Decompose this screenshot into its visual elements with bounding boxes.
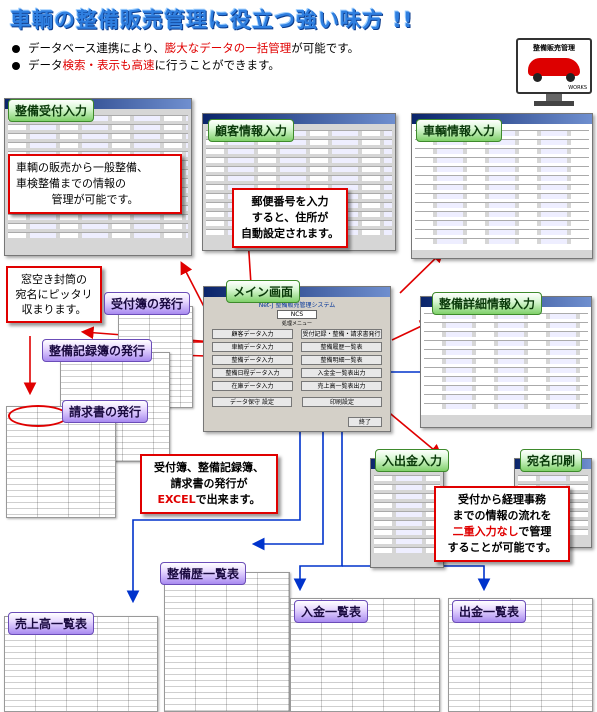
arrow-to-uriage xyxy=(126,372,301,604)
menu-button-seibi[interactable]: 整備データ入力 xyxy=(212,355,293,365)
data-maintenance-button[interactable]: データ保守 設定 xyxy=(212,397,292,407)
menu-button-kokyaku[interactable]: 顧客データ入力 xyxy=(212,329,293,339)
product-logo: 整備販売管理 WORKS xyxy=(516,38,592,108)
label-shukkin-list: 出金一覧表 xyxy=(452,600,527,623)
menu-button-uriage[interactable]: 売上高一覧表出力 xyxy=(301,381,382,391)
feature-bullets: データベース連携により、膨大なデータの一括管理が可能です。 データ検索・表示も高… xyxy=(12,40,512,74)
label-seikyu-doc: 請求書の発行 xyxy=(62,400,149,423)
car-icon xyxy=(528,58,580,76)
callout-envelope: 窓空き封筒の 宛名にピッタリ 収まります。 xyxy=(6,266,102,323)
menu-button-nittei[interactable]: 整備日程データ入力 xyxy=(212,368,293,378)
window-nyushukkin[interactable] xyxy=(370,458,444,568)
label-sharyo: 車輌情報入力 xyxy=(416,119,503,142)
menu-button-uketsuke[interactable]: 受付記録・整備・請求書発行 xyxy=(301,329,382,339)
bullet-text: に行うことができます。 xyxy=(154,58,280,72)
main-header: Net-J 整備販売管理システム xyxy=(258,302,336,309)
label-seibi-shosai: 整備詳細情報入力 xyxy=(432,292,543,315)
list-rireki-sheet xyxy=(164,572,290,712)
menu-button-zaiko[interactable]: 在庫データ入力 xyxy=(212,381,293,391)
label-main: メイン画面 xyxy=(226,280,301,303)
callout-flow: 受付から経理事務 までの情報の流れを 二重入力なしで管理 することが可能です。 xyxy=(434,486,570,562)
arrow-to-shukkin xyxy=(342,565,491,592)
bullet-icon xyxy=(12,61,20,70)
print-settings-button[interactable]: 印刷設定 xyxy=(302,397,382,407)
arrow-to-nyukin xyxy=(293,372,343,592)
menu-button-meisai[interactable]: 整備明細一覧表 xyxy=(301,355,382,365)
menu-button-rireki[interactable]: 整備履歴一覧表 xyxy=(301,342,382,352)
label-rireki-list: 整備歴一覧表 xyxy=(160,562,247,585)
bullet-icon xyxy=(12,44,20,53)
page-title: 車輌の整備販売管理に役立つ強い味方 !! xyxy=(10,8,414,32)
label-kokyaku: 顧客情報入力 xyxy=(208,119,295,142)
main-menu-title: 処理メニュー xyxy=(281,321,312,327)
callout-zip-code: 郵便番号を入力 すると、住所が 自動設定されます。 xyxy=(232,188,348,248)
bullet-item: データ検索・表示も高速に行うことができます。 xyxy=(12,57,512,74)
callout-excel: 受付簿、整備記録簿、 請求書の発行が EXCELで出来ます。 xyxy=(140,454,278,514)
menu-button-nyukin[interactable]: 入金金一覧表出力 xyxy=(301,368,382,378)
bullet-text: データベース連携により、 xyxy=(28,41,165,55)
label-atena: 宛名印刷 xyxy=(520,449,583,472)
callout-seibi-management: 車輌の販売から一般整備、 車検整備までの情報の 管理が可能です。 xyxy=(8,154,182,214)
menu-button-sharyo[interactable]: 車輌データ入力 xyxy=(212,342,293,352)
envelope-window-highlight xyxy=(8,405,68,427)
label-kiroku-doc: 整備記録簿の発行 xyxy=(42,339,153,362)
logo-sub: WORKS xyxy=(568,85,587,91)
logo-label: 整備販売管理 xyxy=(533,44,575,52)
window-main[interactable]: Net-J 整備販売管理システム NCS 処理メニュー 顧客データ入力 車輌デー… xyxy=(203,286,391,432)
label-seibi-uketsuke: 整備受付入力 xyxy=(8,99,95,122)
bullet-text: が可能です。 xyxy=(291,41,360,55)
bullet-item: データベース連携により、膨大なデータの一括管理が可能です。 xyxy=(12,40,512,57)
exit-button[interactable]: 終了 xyxy=(348,417,382,427)
label-nyukin-list: 入金一覧表 xyxy=(294,600,369,623)
window-seibi-shosai[interactable] xyxy=(420,296,592,428)
bullet-highlight: 検索・表示も高速 xyxy=(62,58,155,72)
bullet-highlight: 膨大なデータの一括管理 xyxy=(164,41,292,55)
bullet-text: データ xyxy=(28,58,63,72)
label-uriage-list: 売上高一覧表 xyxy=(8,612,95,635)
doc-seikyu-sheet xyxy=(6,406,116,518)
main-ncs: NCS xyxy=(277,310,317,319)
label-uketsuke-doc: 受付簿の発行 xyxy=(104,292,191,315)
label-nyushukkin: 入出金入力 xyxy=(375,449,450,472)
